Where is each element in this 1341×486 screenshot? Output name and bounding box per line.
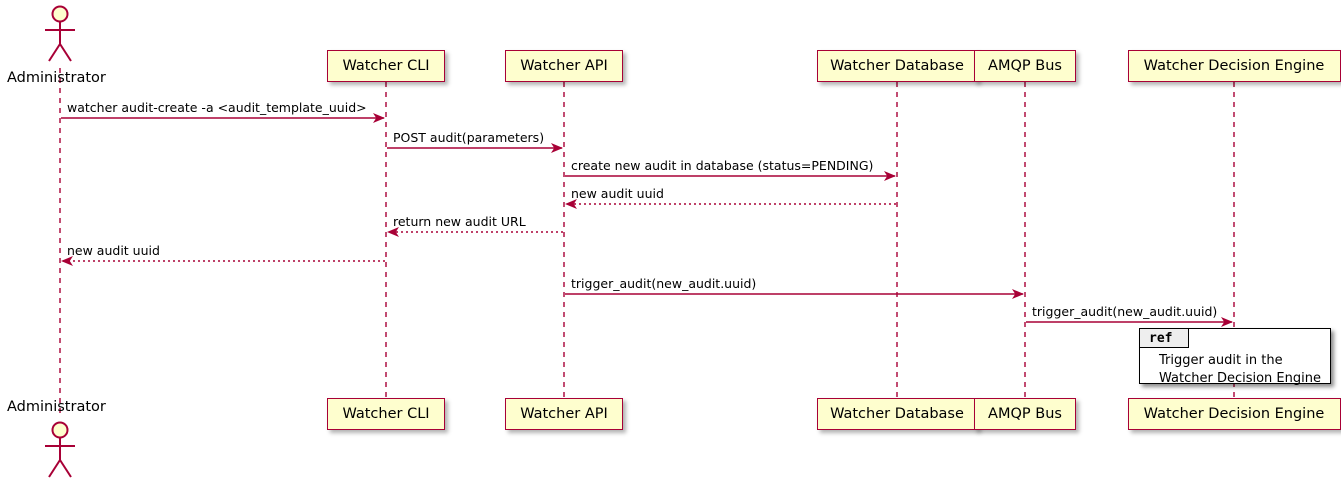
participant-box-watcher-api: Watcher API [505,398,623,430]
actor-figure [45,421,75,478]
participant-label-watcher-db: Watcher Database [830,405,964,422]
message-label-4: return new audit URL [393,214,526,229]
participant-box-amqp-bus: AMQP Bus [974,398,1076,430]
message-label-7: trigger_audit(new_audit.uuid) [1032,304,1218,319]
actor-figure [45,5,75,62]
message-label-3: new audit uuid [571,186,664,201]
participant-label-amqp-bus: AMQP Bus [988,405,1062,422]
message-label-0: watcher audit-create -a <audit_template_… [67,100,367,115]
participant-label-decision-engine: Watcher Decision Engine [1143,57,1325,74]
participant-box-watcher-api: Watcher API [505,50,623,82]
participant-label-watcher-api: Watcher API [520,57,608,74]
participant-label-watcher-api: Watcher API [520,405,608,422]
ref-fragment-tab-label: ref [1140,329,1190,348]
ref-fragment: ref Trigger audit in the Watcher Decisio… [1139,328,1331,386]
ref-fragment-text: Trigger audit in the Watcher Decision En… [1159,353,1321,386]
message-label-6: trigger_audit(new_audit.uuid) [571,276,757,291]
message-label-5: new audit uuid [67,243,160,258]
participant-label-watcher-db: Watcher Database [830,57,964,74]
participant-box-watcher-cli: Watcher CLI [327,398,445,430]
participant-box-amqp-bus: AMQP Bus [974,50,1076,82]
participant-label-watcher-cli: Watcher CLI [342,405,430,422]
participant-label-amqp-bus: AMQP Bus [988,57,1062,74]
message-label-1: POST audit(parameters) [393,130,545,145]
message-arrows-group [61,113,1233,327]
participant-label-administrator: Administrator [7,70,106,86]
participant-label-watcher-cli: Watcher CLI [342,57,430,74]
participant-box-watcher-db: Watcher Database [816,50,978,82]
participant-label-decision-engine: Watcher Decision Engine [1143,405,1325,422]
participant-box-watcher-cli: Watcher CLI [327,50,445,82]
participant-box-decision-engine: Watcher Decision Engine [1127,50,1341,82]
participant-box-watcher-db: Watcher Database [816,398,978,430]
participant-label-administrator: Administrator [7,399,106,415]
message-label-2: create new audit in database (status=PEN… [571,158,874,173]
participant-box-decision-engine: Watcher Decision Engine [1127,398,1341,430]
lifelines-group [59,68,1235,418]
actor-figures-group [45,5,75,478]
